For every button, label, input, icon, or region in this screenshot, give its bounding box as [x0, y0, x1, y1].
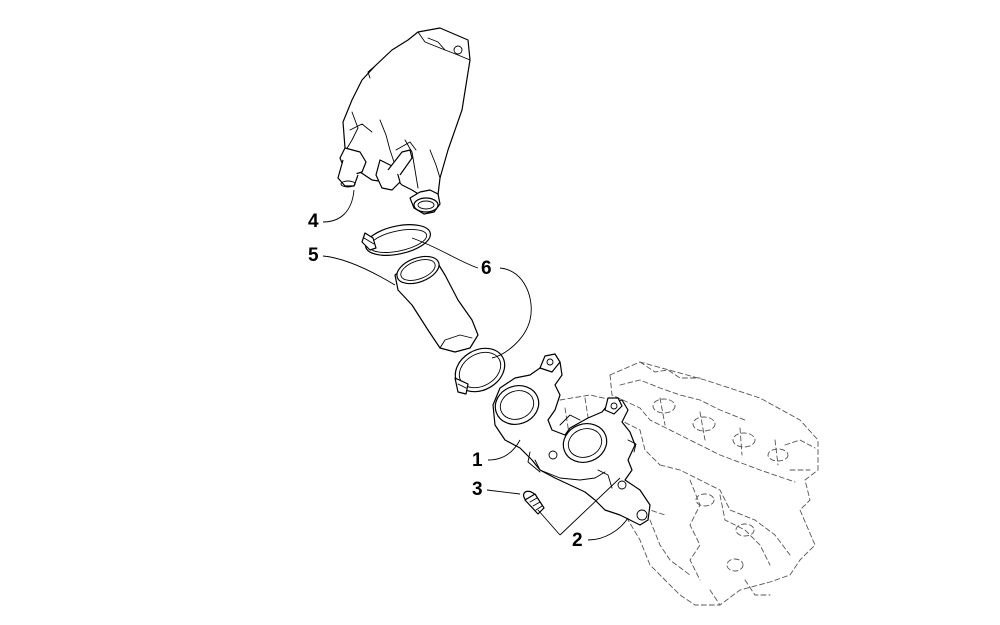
callout-5: 5	[308, 245, 319, 266]
callout-6: 6	[481, 258, 492, 279]
intake-manifold	[492, 353, 651, 526]
callout-3: 3	[472, 479, 483, 500]
bolt	[522, 490, 545, 515]
intake-duct-hose	[394, 255, 479, 353]
leader-lines	[322, 189, 629, 541]
lower-hose-clamp	[454, 347, 506, 395]
callout-4: 4	[308, 211, 319, 232]
upper-hose-clamp	[361, 224, 432, 256]
callout-2: 2	[572, 530, 583, 551]
engine-block-outline	[559, 361, 819, 606]
callout-1: 1	[472, 450, 483, 471]
air-intake-silencer	[337, 27, 471, 215]
